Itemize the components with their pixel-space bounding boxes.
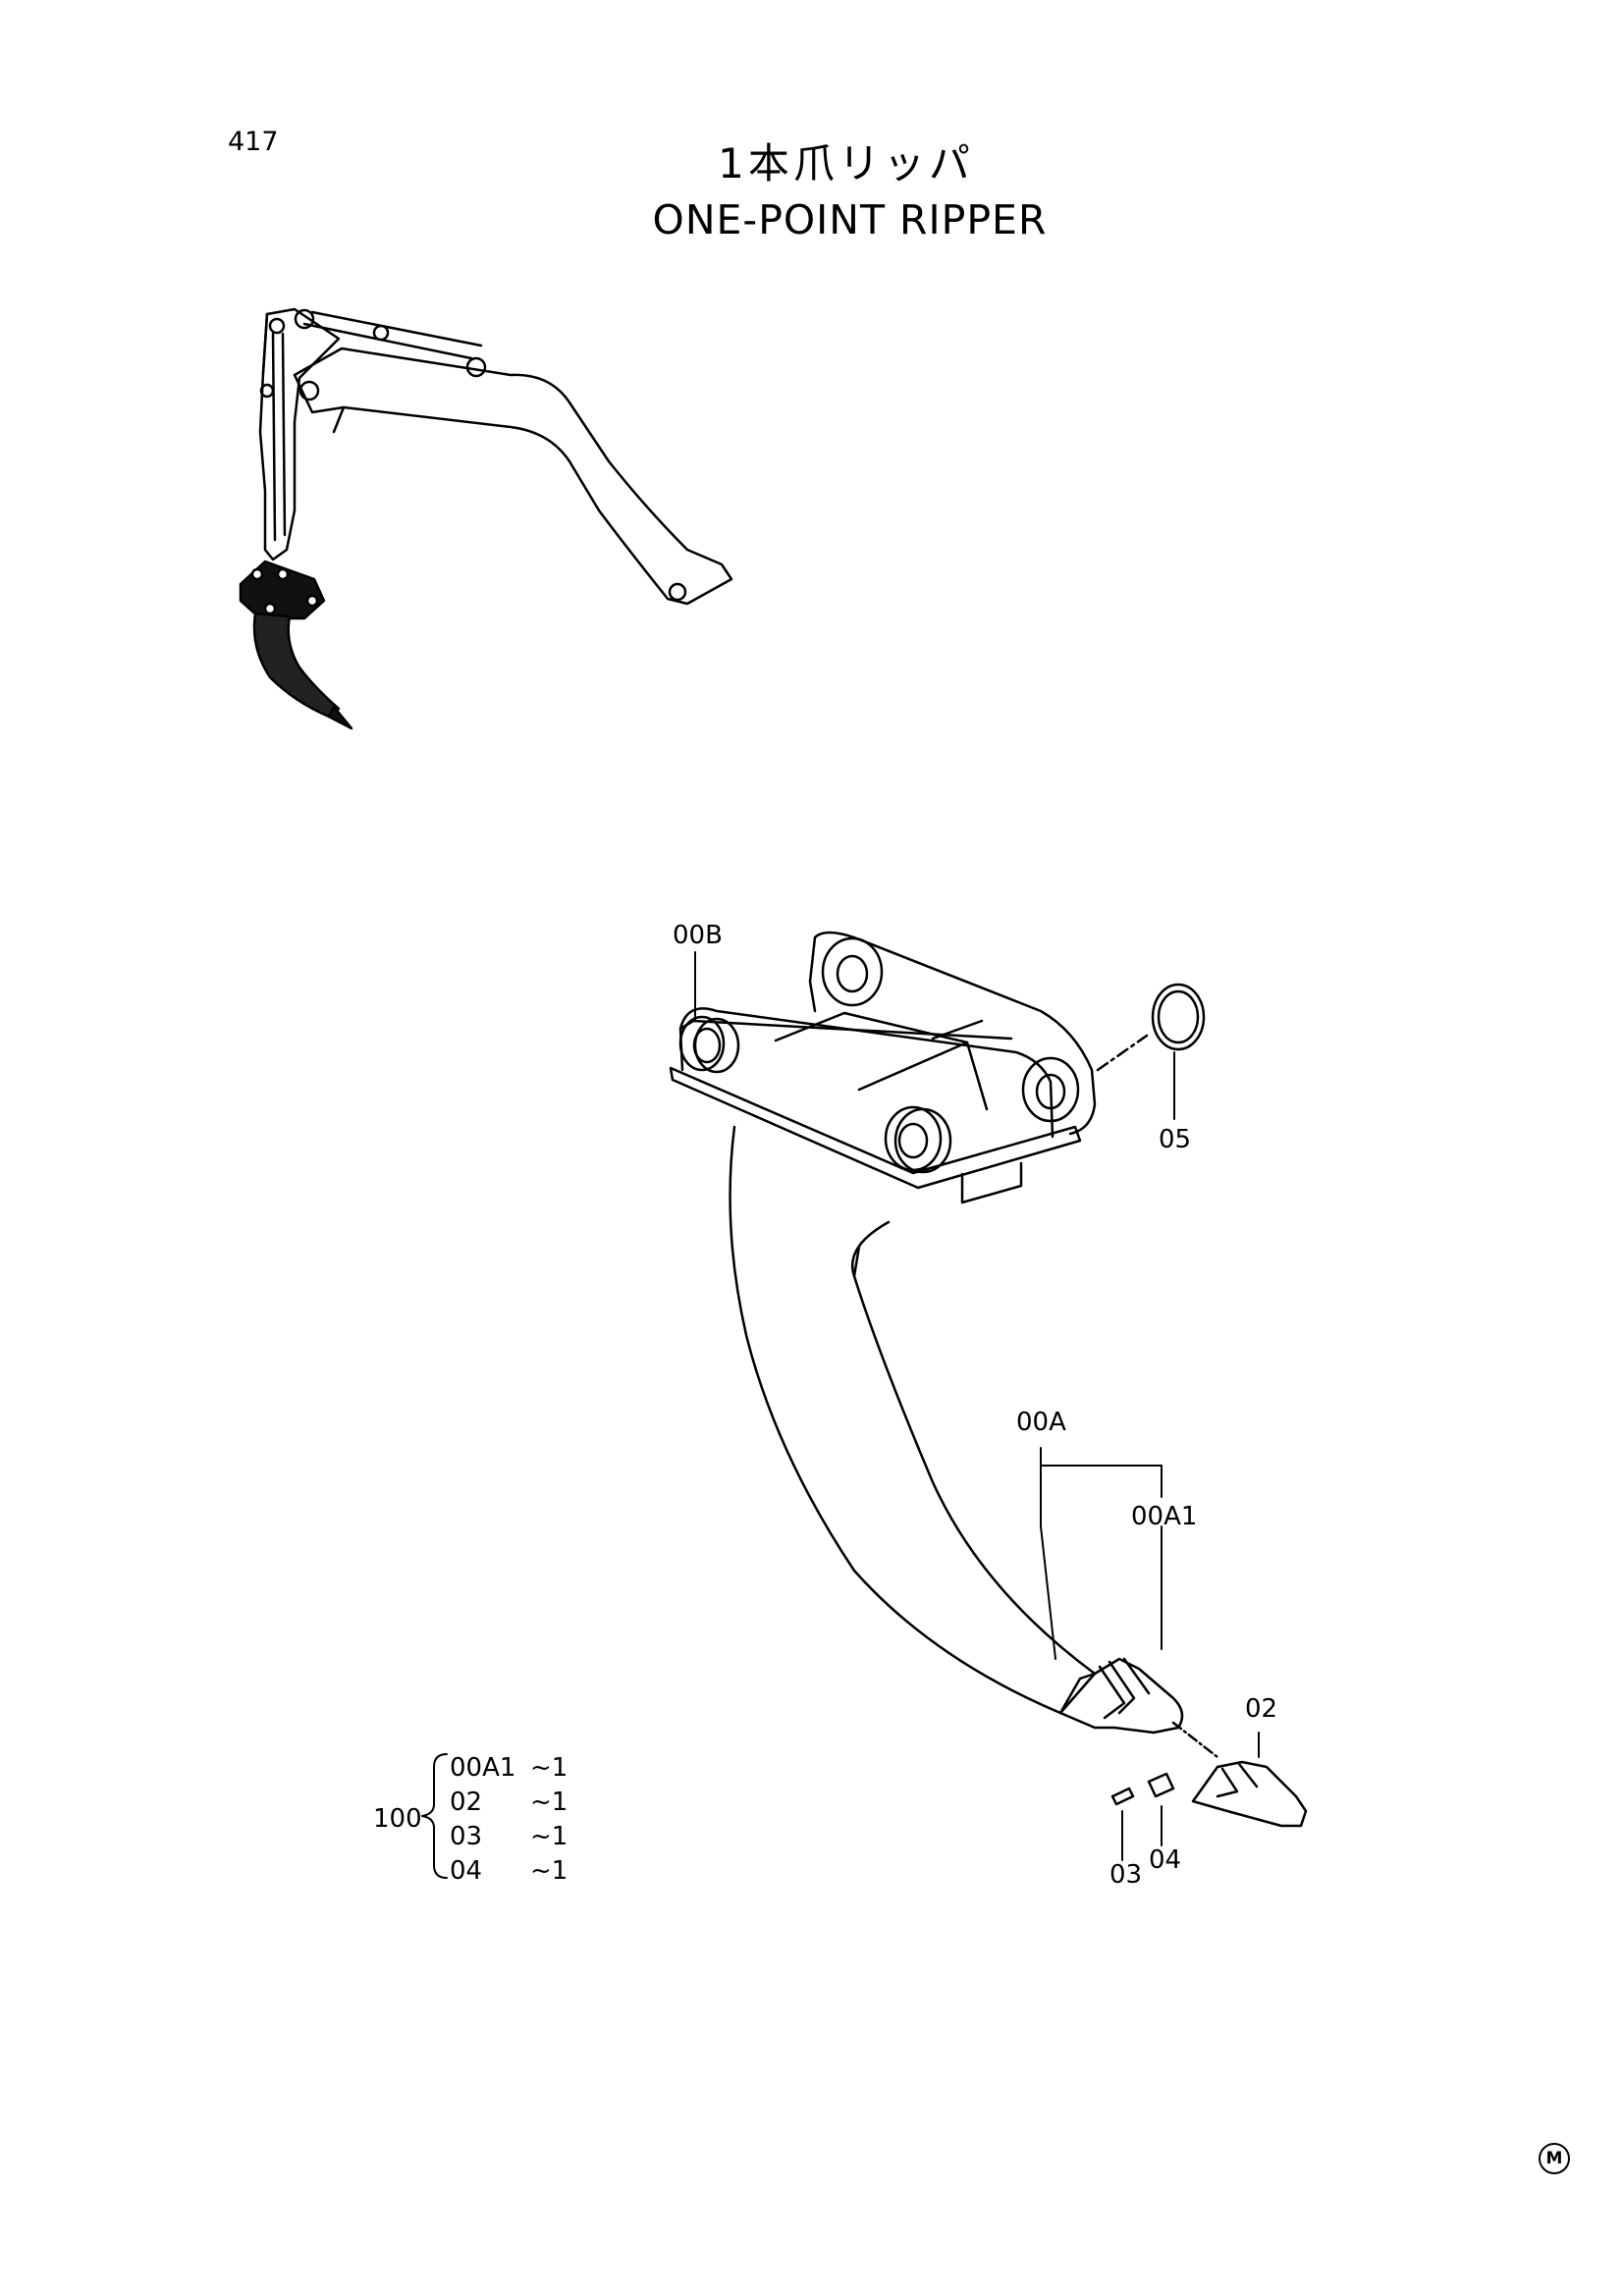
title-english: ONE-POINT RIPPER <box>652 196 1048 243</box>
kit-item-code: 04 <box>450 1856 483 1886</box>
part-label-00A1: 00A1 <box>1131 1502 1198 1531</box>
ripper-assembly-drawing <box>669 931 1308 1828</box>
part-label-05: 05 <box>1159 1125 1192 1154</box>
kit-item-qty: ~1 <box>530 1822 568 1851</box>
kit-number: 100 <box>373 1804 422 1834</box>
title-japanese: 1本爪リッパ <box>718 139 974 187</box>
kit-item-qty: ~1 <box>530 1753 568 1783</box>
kit-item-qty: ~1 <box>530 1788 568 1817</box>
overview-machine-illustration <box>239 307 733 730</box>
leader-lines <box>694 951 1260 1861</box>
part-label-03: 03 <box>1109 1860 1143 1890</box>
kit-item-code: 02 <box>450 1788 483 1817</box>
kit-item-code: 00A1 <box>450 1753 516 1783</box>
part-label-04: 04 <box>1149 1845 1182 1875</box>
kit-item-code: 03 <box>450 1822 483 1851</box>
kit-item-qty: ~1 <box>530 1856 568 1886</box>
part-label-00B: 00B <box>673 921 723 950</box>
corner-mark: M <box>1539 2143 1570 2174</box>
part-label-00A: 00A <box>1016 1408 1066 1437</box>
part-label-02: 02 <box>1245 1694 1278 1724</box>
page-number: 417 <box>228 127 279 157</box>
kit-brace <box>421 1753 448 1879</box>
